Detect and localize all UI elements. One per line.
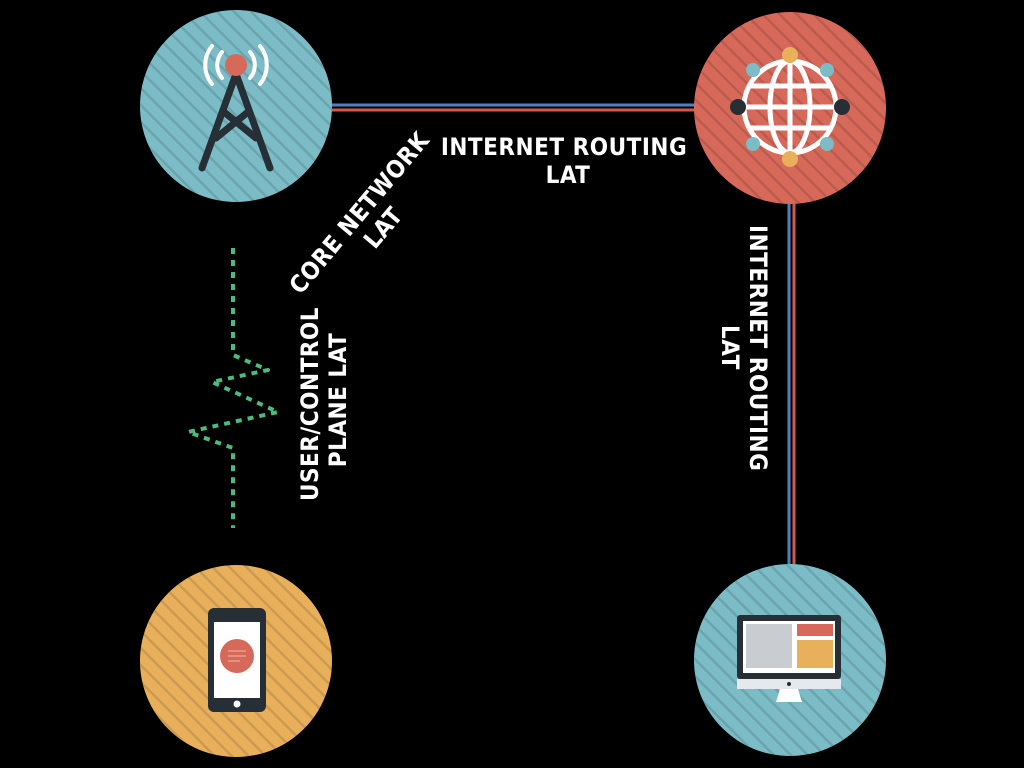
internet-node <box>694 12 886 204</box>
radio-link-zigzag <box>186 248 280 528</box>
smartphone-icon <box>208 608 266 712</box>
link-tower-to-internet <box>330 103 695 112</box>
globe-network-icon <box>730 47 850 167</box>
link-internet-to-desktop <box>787 200 796 566</box>
desktop-node <box>694 564 886 756</box>
user-control-plane-latency-label: USER/CONTROL PLANE LAT <box>296 299 352 501</box>
cell-tower-icon <box>198 44 274 172</box>
internet-routing-latency-label-top: INTERNET ROUTING LAT <box>441 133 695 189</box>
desktop-monitor-icon <box>737 615 841 702</box>
tower-node <box>140 10 332 202</box>
internet-routing-latency-label-side: INTERNET ROUTING LAT <box>716 225 772 479</box>
phone-node <box>140 565 332 757</box>
